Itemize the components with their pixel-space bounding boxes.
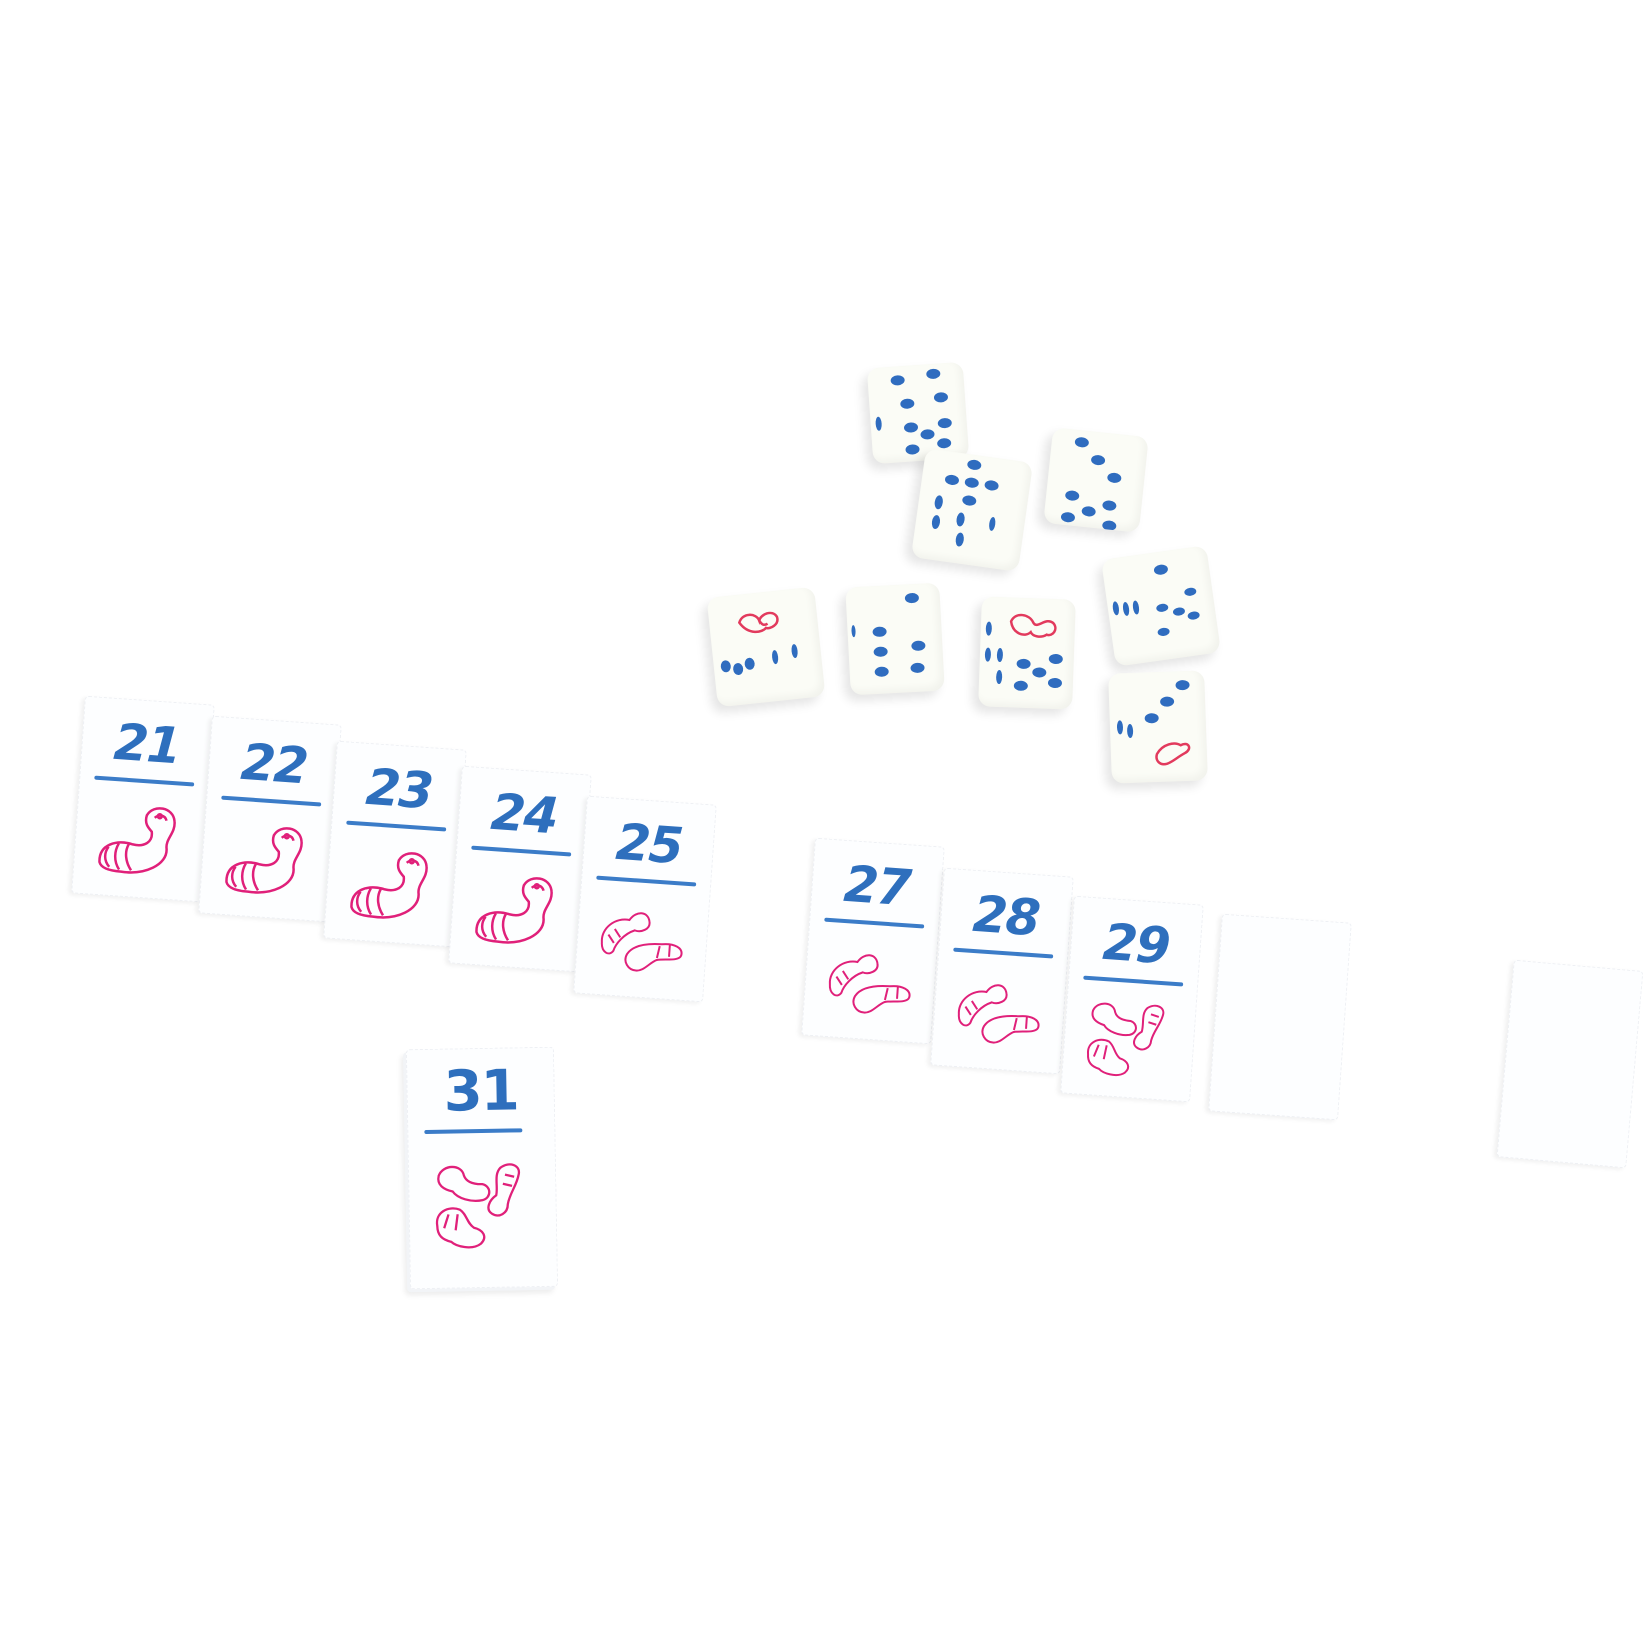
die-pips-icon (1060, 437, 1122, 531)
tile-number: 21 (112, 712, 182, 776)
die-pips-icon (851, 593, 926, 677)
die-3[interactable] (1043, 427, 1149, 533)
tile-number: 23 (364, 757, 434, 821)
tile-blank-single[interactable] (1496, 959, 1644, 1169)
die-8[interactable] (1108, 670, 1208, 784)
tile-22[interactable]: 22 (198, 715, 342, 923)
tile-28[interactable]: 28 (930, 867, 1074, 1075)
tile-23[interactable]: 23 (323, 740, 467, 948)
die-pips-icon (875, 368, 952, 455)
die-2[interactable] (910, 448, 1034, 572)
die-pips-icon (931, 459, 999, 547)
tile-divider (953, 947, 1054, 959)
tile-divider (596, 875, 697, 887)
tile-number: 27 (842, 854, 912, 918)
tile-divider (424, 1128, 523, 1135)
die-pips-icon (1116, 680, 1191, 766)
worm-face-icon (984, 613, 1063, 691)
worm-face-icon (720, 611, 798, 676)
tile-divider (471, 845, 572, 857)
tile-stack-31[interactable]: 31 (405, 1046, 559, 1290)
tile-number: 31 (443, 1058, 519, 1125)
tile-number: 25 (614, 812, 684, 876)
worm-icon (335, 834, 449, 937)
tile-divider (221, 795, 322, 807)
two-worms-icon (942, 961, 1056, 1064)
tile-21[interactable]: 21 (71, 695, 215, 903)
tile-divider (1083, 975, 1184, 987)
tile-divider (346, 820, 447, 832)
die-pips-icon (1112, 564, 1200, 636)
tile-number: 24 (489, 782, 559, 846)
two-worms-icon (585, 889, 699, 992)
tile-number: 28 (971, 884, 1041, 948)
tile-24[interactable]: 24 (448, 765, 592, 973)
die-4[interactable] (706, 586, 826, 708)
tile-25[interactable]: 25 (573, 795, 717, 1003)
worm-icon (83, 789, 197, 892)
tile-27[interactable]: 27 (801, 837, 945, 1045)
two-worms-icon (813, 931, 927, 1034)
die-7[interactable] (1101, 545, 1221, 667)
tile-divider (824, 917, 925, 929)
three-worms-icon (419, 1146, 547, 1268)
die-5[interactable] (845, 582, 945, 696)
tile-number: 29 (1101, 912, 1171, 976)
three-worms-icon (1072, 989, 1186, 1092)
tile-number: 22 (239, 732, 309, 796)
worm-icon (460, 859, 574, 962)
worm-icon (210, 809, 324, 912)
tile-blank-face-down[interactable] (1208, 913, 1352, 1121)
die-1[interactable] (866, 361, 970, 465)
die-6[interactable] (978, 596, 1076, 710)
tile-divider (94, 775, 195, 787)
tile-29[interactable]: 29 (1060, 895, 1204, 1103)
